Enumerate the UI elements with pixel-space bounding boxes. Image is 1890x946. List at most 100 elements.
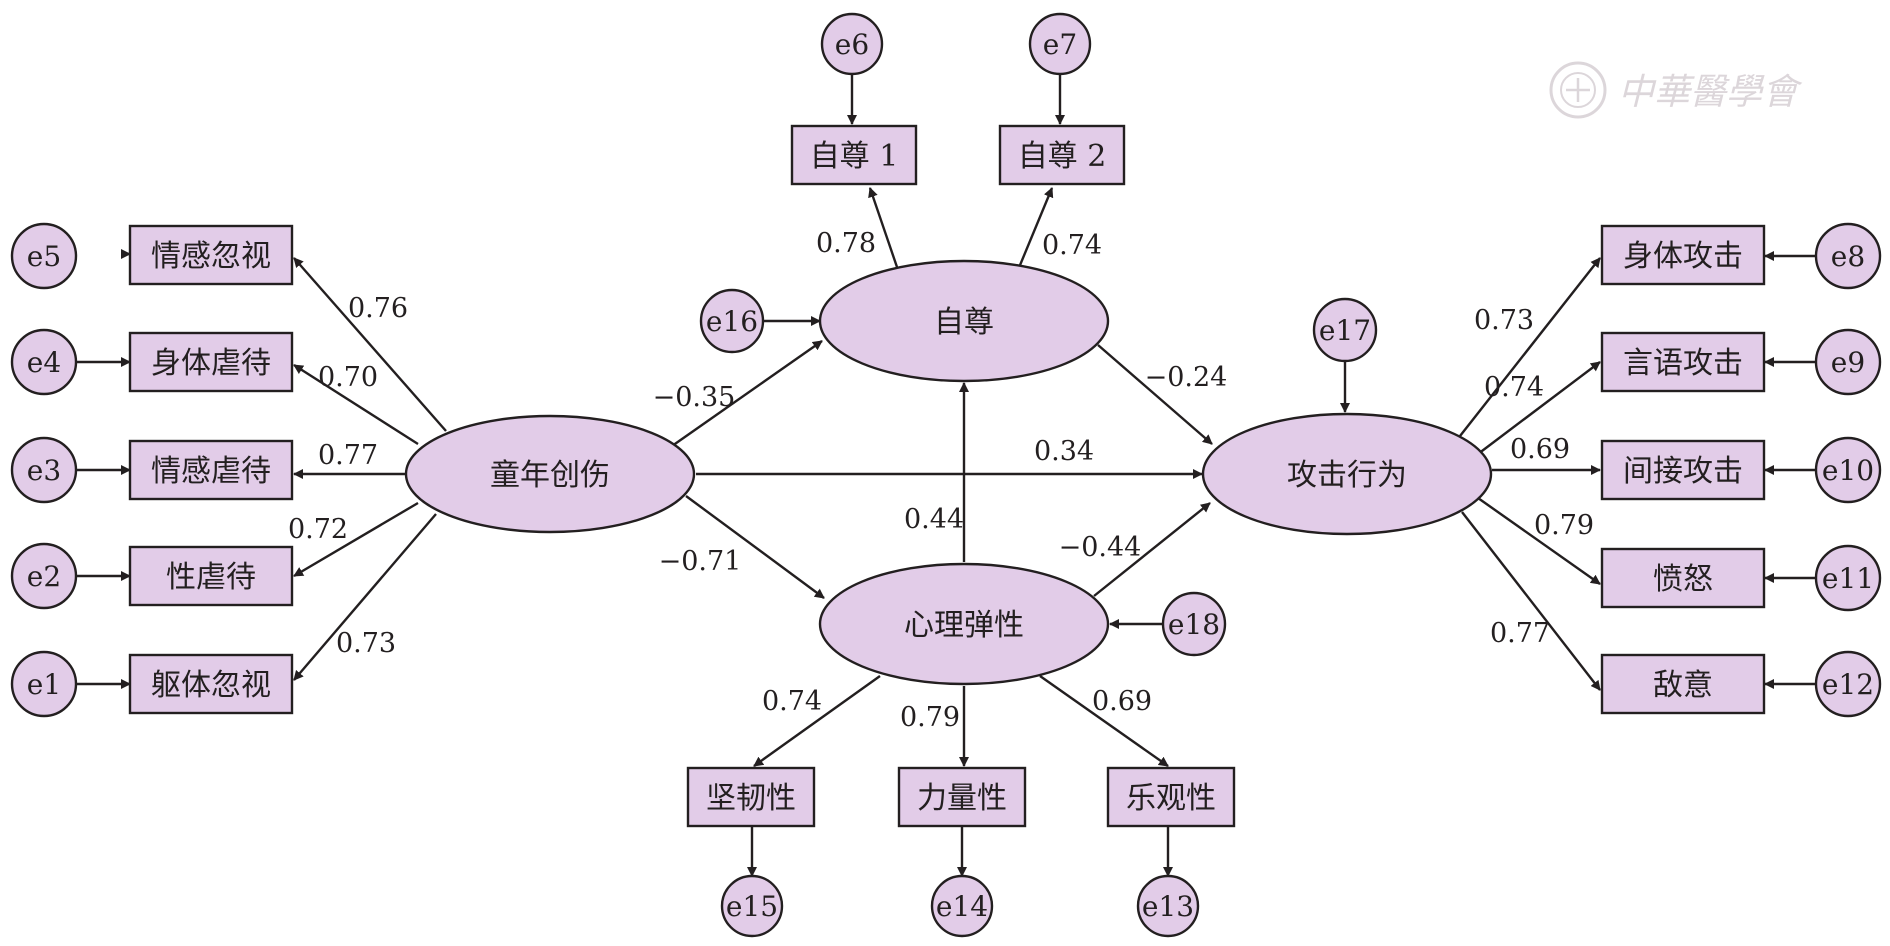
path-trauma-resilience — [685, 495, 825, 599]
errors-right: e8 e9 e10 e11 e12 — [1814, 222, 1882, 718]
label-e9: e9 — [1831, 346, 1865, 379]
circle-e1 — [10, 650, 78, 718]
watermark-seal-icon — [1549, 61, 1607, 119]
label-yygj: 言语攻击 — [1623, 346, 1743, 381]
label-jjgj: 间接攻击 — [1623, 454, 1743, 489]
label-e15: e15 — [726, 890, 778, 923]
path-trauma-stnd — [293, 363, 419, 446]
label-e4: e4 — [27, 346, 61, 379]
path-agg-yygj — [1477, 361, 1601, 455]
coef-jrx: 0.74 — [762, 686, 822, 717]
box-llx — [897, 766, 1027, 828]
circle-e17 — [1312, 297, 1378, 363]
coef-stnd: 0.70 — [318, 362, 378, 393]
ellipse-trauma — [404, 414, 696, 534]
coef-xnd: 0.72 — [288, 514, 348, 545]
coef-zz1: 0.78 — [816, 228, 876, 259]
label-e10: e10 — [1822, 454, 1874, 487]
circle-e16 — [699, 288, 765, 354]
label-resilience: 心理弹性 — [904, 608, 1024, 643]
label-e3: e3 — [27, 454, 61, 487]
path-agg-fn — [1477, 497, 1601, 585]
label-e16: e16 — [706, 305, 758, 338]
box-xnd — [128, 545, 294, 607]
coef-trauma-resilience: −0.71 — [659, 546, 742, 577]
box-qghs — [128, 224, 294, 286]
coef-trauma-selfesteem: −0.35 — [653, 382, 736, 413]
coef-zz2: 0.74 — [1042, 230, 1102, 261]
label-jrx: 坚韧性 — [706, 781, 796, 816]
coef-stgj: 0.73 — [1474, 305, 1534, 336]
box-dy — [1600, 653, 1766, 715]
label-lgx: 乐观性 — [1126, 781, 1216, 816]
label-zz2: 自尊 2 — [1018, 139, 1107, 174]
coef-yygj: 0.74 — [1484, 372, 1544, 403]
path-agg-stgj — [1459, 257, 1601, 437]
coef-jjgj: 0.69 — [1510, 434, 1570, 465]
label-stnd: 身体虐待 — [151, 346, 271, 381]
box-qths — [128, 653, 294, 715]
coef-qghs: 0.76 — [348, 293, 408, 324]
label-qths: 躯体忽视 — [151, 668, 271, 703]
errors-left: e5 e4 e3 e2 e1 — [10, 222, 78, 718]
box-jjgj — [1600, 439, 1766, 501]
coef-resilience-aggression: −0.44 — [1059, 532, 1142, 563]
path-se-zz1 — [868, 187, 900, 271]
path-trauma-qths — [293, 513, 437, 681]
path-resilience-aggression — [1093, 502, 1211, 597]
path-trauma-xnd — [293, 501, 419, 578]
label-e8: e8 — [1831, 240, 1865, 273]
ellipse-aggression — [1201, 412, 1493, 536]
circle-e13 — [1136, 874, 1200, 938]
ellipse-selfesteem — [818, 259, 1110, 383]
coef-selfesteem-aggression: −0.24 — [1145, 362, 1228, 393]
label-qgnd: 情感虐待 — [151, 454, 271, 489]
label-e6: e6 — [835, 28, 869, 61]
label-zz1: 自尊 1 — [810, 139, 899, 174]
coef-qgnd: 0.77 — [318, 440, 378, 471]
label-e2: e2 — [27, 560, 61, 593]
label-e17: e17 — [1319, 314, 1371, 347]
latent-variables: 童年创伤 自尊 心理弹性 攻击行为 — [404, 259, 1493, 686]
label-e14: e14 — [936, 890, 988, 923]
circle-e10 — [1814, 436, 1882, 504]
coefficient-labels: 0.76 0.70 0.77 0.72 0.73 0.78 0.74 −0.35… — [288, 228, 1594, 733]
box-yygj — [1600, 331, 1766, 393]
observed-resilience-indicators: 坚韧性 力量性 乐观性 e15 e14 e13 — [686, 766, 1236, 938]
box-lgx — [1106, 766, 1236, 828]
watermark: 中華醫學會 — [1549, 61, 1803, 119]
label-e11: e11 — [1822, 562, 1874, 595]
path-agg-dy — [1461, 511, 1601, 691]
path-res-jrx — [753, 675, 881, 767]
observed-selfesteem-indicators: 自尊 1 自尊 2 e6 e7 — [790, 12, 1126, 186]
circle-e11 — [1814, 544, 1882, 612]
circle-e14 — [930, 874, 994, 938]
coef-qths: 0.73 — [336, 628, 396, 659]
box-qgnd — [128, 439, 294, 501]
circle-e9 — [1814, 328, 1882, 396]
label-fn: 愤怒 — [1653, 562, 1713, 597]
observed-aggression-indicators: 身体攻击 言语攻击 间接攻击 愤怒 敌意 — [1600, 224, 1766, 715]
circle-e8 — [1814, 222, 1882, 290]
path-se-zz2 — [1016, 187, 1054, 271]
label-trauma: 童年创伤 — [490, 458, 610, 493]
errors-structural: e16 e17 e18 — [699, 288, 1378, 657]
circle-e5 — [10, 222, 78, 290]
circle-e3 — [10, 436, 78, 504]
label-e7: e7 — [1043, 28, 1077, 61]
path-res-lgx — [1039, 675, 1169, 767]
box-zz1 — [790, 124, 918, 186]
box-stnd — [128, 331, 294, 393]
observed-trauma-indicators: 情感忽视 身体虐待 情感虐待 性虐待 躯体忽视 — [128, 224, 294, 715]
paths — [77, 74, 1815, 877]
circle-e18 — [1161, 591, 1227, 657]
label-e13: e13 — [1142, 890, 1194, 923]
coef-dy: 0.77 — [1490, 618, 1550, 649]
label-e5: e5 — [27, 240, 61, 273]
circle-e2 — [10, 542, 78, 610]
label-selfesteem: 自尊 — [934, 305, 994, 340]
circle-e15 — [720, 874, 784, 938]
label-aggression: 攻击行为 — [1287, 458, 1407, 493]
circle-e7 — [1028, 12, 1092, 76]
